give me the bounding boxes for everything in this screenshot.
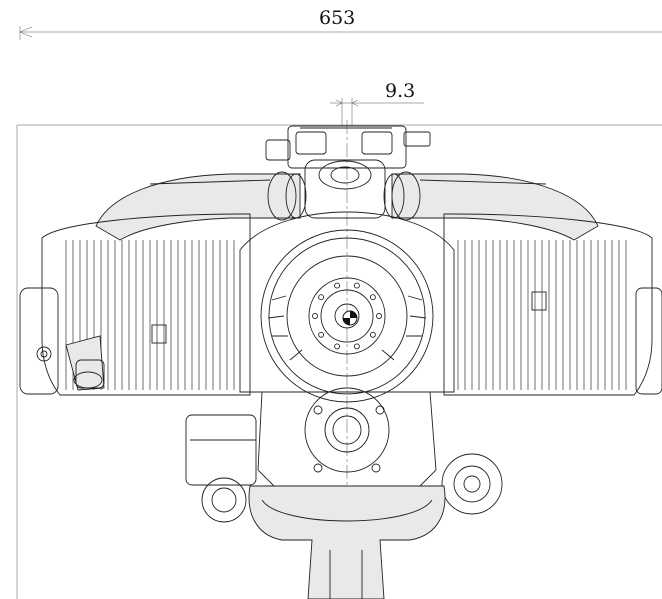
offset-dimension: 9.3	[330, 80, 424, 126]
flange-bolt-hole	[376, 313, 382, 319]
crankcase	[239, 211, 455, 403]
oil-sump	[248, 485, 446, 599]
flange-bolt-hole	[318, 331, 325, 338]
overall-width-dimension: 653	[19, 7, 662, 40]
intake-tube-right	[383, 171, 599, 241]
flange-bolt-hole	[334, 282, 341, 289]
flange-bolt-hole	[369, 294, 376, 301]
flange-bolt-hole	[318, 294, 325, 301]
cylinder-left	[19, 213, 251, 396]
frame-lines	[16, 124, 662, 599]
flange-bolt-hole	[353, 343, 360, 350]
intake-tube-left	[95, 171, 307, 241]
carburetor-assembly	[265, 125, 431, 219]
overall-width-label: 653	[319, 7, 355, 29]
offset-label: 9.3	[385, 80, 415, 102]
center-mark-icon	[342, 310, 358, 326]
flange-bolt-hole	[312, 313, 318, 319]
flange-bolt-hole	[353, 282, 360, 289]
flange-bolt-hole	[369, 331, 376, 338]
cylinder-right	[443, 213, 662, 396]
flange-bolt-hole	[334, 343, 341, 350]
